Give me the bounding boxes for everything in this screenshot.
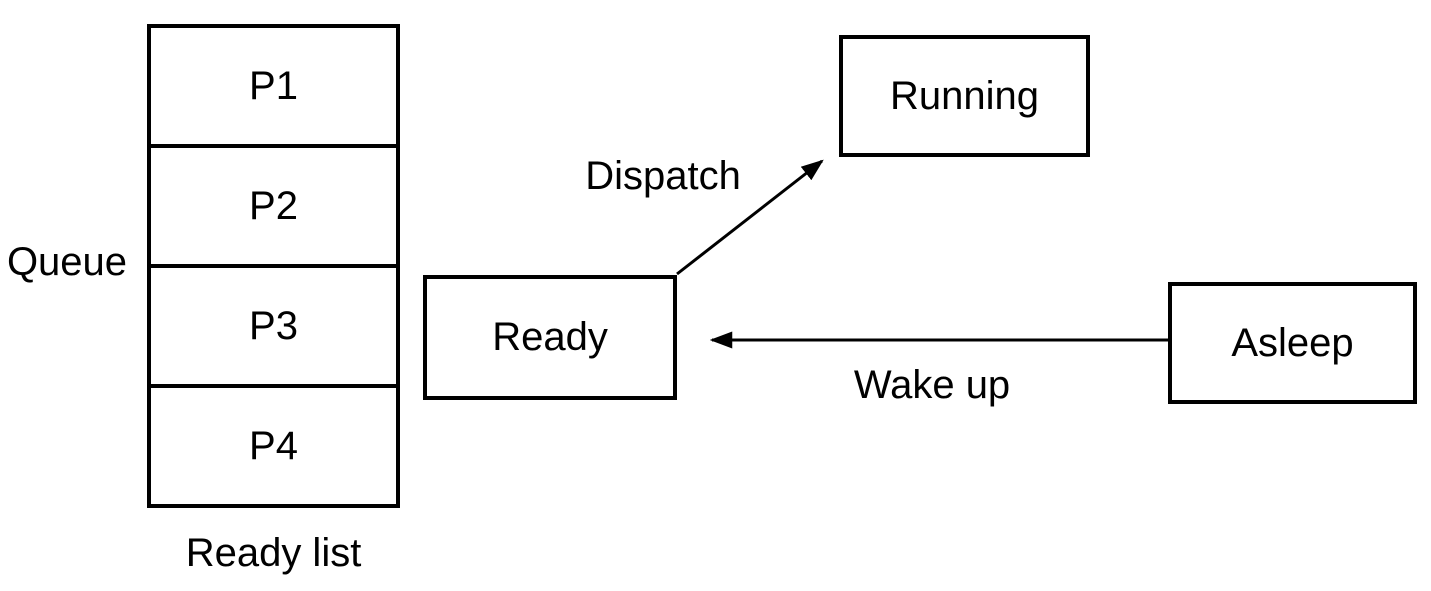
- queue-item-p3: P3: [151, 268, 396, 388]
- queue-label: Queue: [6, 240, 128, 284]
- ready-list-queue: P1 P2 P3 P4: [147, 24, 400, 508]
- queue-item-p4: P4: [249, 423, 298, 468]
- ready-list-caption: Ready list: [185, 531, 362, 575]
- wake-up-arrow-label: Wake up: [853, 363, 1011, 407]
- queue-item-p1: P1: [151, 28, 396, 148]
- queue-item-p2: P2: [151, 148, 396, 268]
- state-box-ready: Ready: [423, 275, 677, 400]
- state-box-running: Running: [839, 35, 1090, 157]
- state-box-asleep: Asleep: [1168, 282, 1417, 404]
- dispatch-arrow-label: Dispatch: [585, 154, 741, 198]
